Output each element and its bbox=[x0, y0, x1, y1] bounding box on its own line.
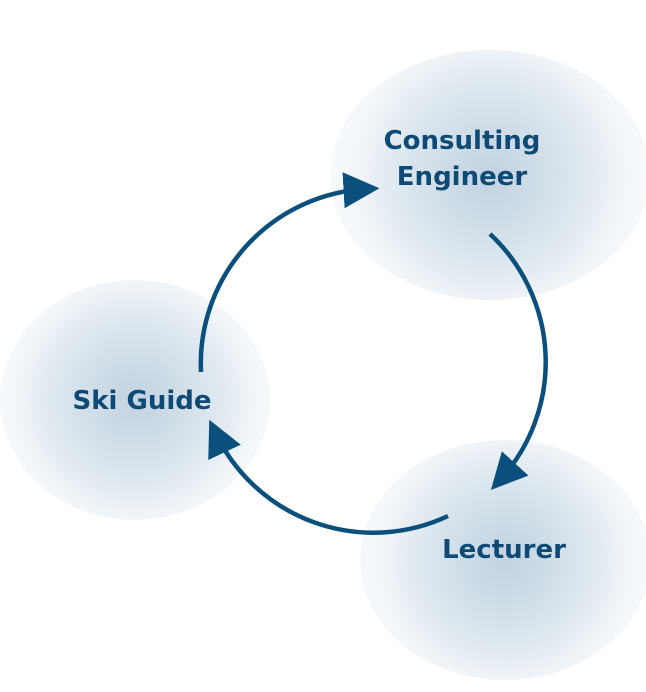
arrow-lecturer-to-ski-guide bbox=[208, 419, 449, 535]
node-lecturer: Lecturer bbox=[442, 535, 566, 565]
arrow-consulting-engineer-to-lecturer bbox=[488, 232, 548, 490]
node-label-line1: Consulting bbox=[383, 126, 541, 156]
node-label-line2: Engineer bbox=[396, 162, 528, 192]
node-ski-guide: Ski Guide bbox=[72, 386, 212, 416]
arrow-ski-guide-to-consulting-engineer bbox=[198, 172, 380, 373]
node-consulting-engineer: Consulting Engineer bbox=[372, 123, 552, 195]
